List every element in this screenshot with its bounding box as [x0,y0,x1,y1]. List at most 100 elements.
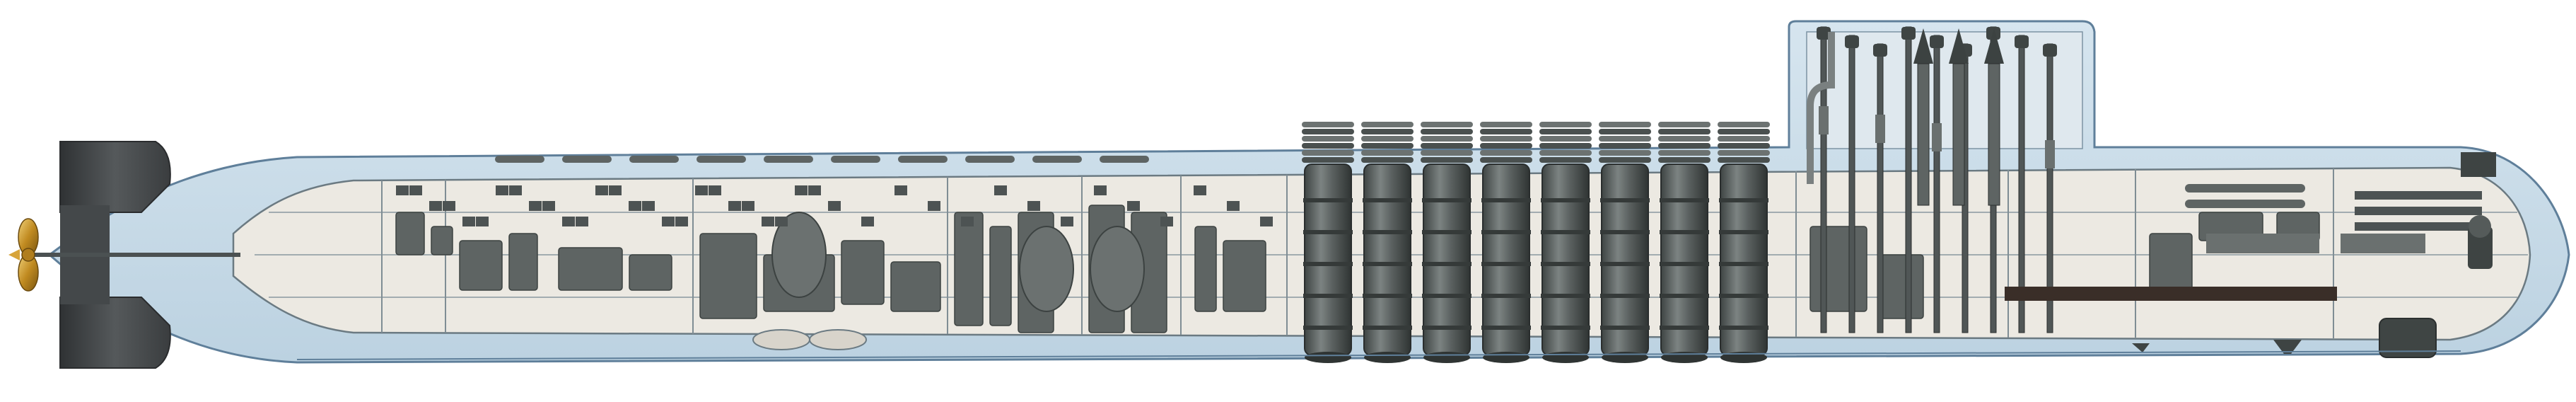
machinery-block [1223,240,1266,312]
equipment-box [775,217,788,226]
machinery-block [1809,226,1867,312]
mast [1901,26,1916,333]
equipment-box [642,201,655,211]
deck-pipe [764,156,813,163]
machinery-block [989,226,1012,326]
keel-line [296,350,2461,360]
equipment-box [1094,185,1107,195]
mast [1930,35,1944,333]
machinery-block [890,261,941,312]
battery-floor-1 [2005,287,2181,301]
deck-pipe [831,156,880,163]
equipment-box [1027,201,1040,211]
mast [1817,26,1831,333]
missile-tube [1539,122,1592,363]
machinery-block [841,240,885,305]
reactor-vessel [771,212,827,298]
equipment-box [709,185,721,195]
machinery-block [395,212,425,255]
equipment-box [828,201,841,211]
equipment-box [928,201,940,211]
mast [2015,35,2029,333]
machinery-block [431,226,453,255]
equipment-box [429,201,442,211]
equipment-box [1227,201,1240,211]
deck-pipe [697,156,746,163]
machinery-block [508,233,538,291]
battery-floor-2 [2178,287,2337,301]
missile-tube [1302,122,1354,363]
equipment-box [1160,217,1173,226]
equipment-box [1194,185,1206,195]
deck-pipe [1100,156,1149,163]
equipment-box [496,185,508,195]
missile-tube [1421,122,1473,363]
reactor-vessel [1090,226,1145,312]
equipment-box [1127,201,1140,211]
machinery-block [954,212,984,326]
deck-pipe [629,156,679,163]
equipment-box [742,201,754,211]
machinery-block [2149,233,2193,291]
mast [1873,43,1887,333]
machinery-block [558,247,623,291]
deck-pipe [495,156,544,163]
snorkel-mast [1949,28,1969,206]
mast [2043,43,2057,333]
missile-tube [1361,122,1414,363]
equipment-box [1061,217,1073,226]
equipment-box [994,185,1007,195]
equipment-box [695,185,708,195]
equipment-box [861,217,874,226]
equipment-box [728,201,741,211]
equipment-box [562,217,575,226]
deck-pipe [562,156,612,163]
missile-tube-group [1302,122,1770,363]
deck-pipe [898,156,948,163]
sail-interior [1806,31,2083,149]
equipment-box [409,185,422,195]
equipment-box [961,217,974,226]
equipment-box [529,201,542,211]
torpedo-room [2132,152,2496,358]
equipment-box [762,217,774,226]
missile-tube [1480,122,1532,363]
deck-pipe [965,156,1015,163]
equipment-box [894,185,907,195]
equipment-box [595,185,608,195]
lower-tail-fin [59,297,171,369]
equipment-box [462,217,475,226]
equipment-box [675,217,688,226]
lower-tank [752,329,810,350]
equipment-box [509,185,522,195]
equipment-box [662,217,675,226]
propeller-icon [8,218,39,292]
equipment-box [1260,217,1273,226]
snorkel-mast [1984,28,2004,206]
mast [1845,35,1859,333]
bow-torpedo-stack [2185,184,2425,253]
equipment-box [795,185,808,195]
reactor-vessel [1019,226,1074,312]
mast-group [1807,26,2057,333]
machinery-block [1880,254,1924,319]
missile-tube [1658,122,1710,363]
missile-tube [1599,122,1651,363]
lower-tank [809,329,867,350]
snorkel-mast [1913,28,1933,206]
equipment-box [609,185,622,195]
equipment-box [808,185,821,195]
equipment-box [396,185,409,195]
deck-pipe [1032,156,1082,163]
machinery-block [699,233,757,319]
machinery-block [629,254,672,291]
equipment-box [476,217,489,226]
upper-tail-fin [59,141,171,213]
machinery-group [395,156,2320,350]
equipment-box [542,201,555,211]
equipment-box [576,217,588,226]
missile-tube [1718,122,1770,363]
equipment-box [443,201,455,211]
